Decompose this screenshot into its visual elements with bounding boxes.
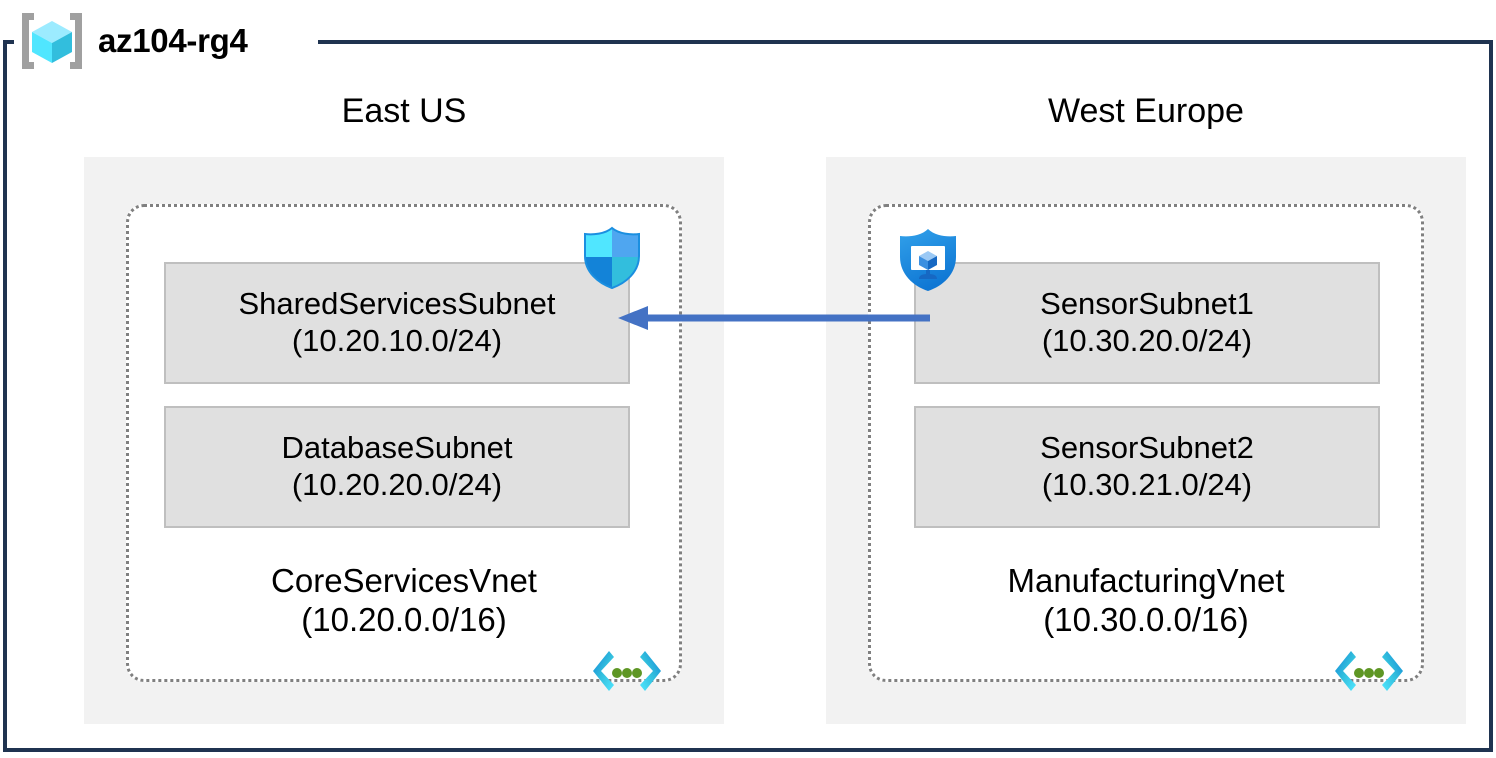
- defender-for-cloud-shield-monitor-icon[interactable]: [896, 227, 960, 293]
- virtual-network-icon: [593, 651, 661, 691]
- subnet-box-sensorsubnet2[interactable]: SensorSubnet2 (10.30.21.0/24): [914, 406, 1380, 528]
- subnet-name-label: SensorSubnet1: [1040, 286, 1254, 322]
- virtual-network-icon: [1335, 651, 1403, 691]
- region-label-west-europe: West Europe: [1048, 92, 1244, 130]
- subnet-name-label: SharedServicesSubnet: [238, 286, 556, 322]
- vnet-caption-coreservicesvnet: CoreServicesVnet (10.20.0.0/16): [126, 562, 682, 640]
- resource-group-cube-icon: [22, 13, 82, 69]
- subnet-cidr-label: (10.30.20.0/24): [1041, 323, 1253, 358]
- subnet-box-databasesubnet[interactable]: DatabaseSubnet (10.20.20.0/24): [164, 406, 630, 528]
- resource-group-frame-bottom: [3, 748, 1493, 752]
- resource-group-title: az104-rg4: [14, 6, 254, 76]
- subnet-cidr-label: (10.30.21.0/24): [1041, 467, 1253, 502]
- subnet-cidr-label: (10.20.10.0/24): [291, 323, 503, 358]
- subnet-box-sharedservicessubnet[interactable]: SharedServicesSubnet (10.20.10.0/24): [164, 262, 630, 384]
- vnet-cidr-label: (10.30.0.0/16): [1043, 600, 1249, 638]
- subnet-name-label: DatabaseSubnet: [281, 430, 513, 466]
- resource-group-frame-top-left-stub: [3, 40, 17, 44]
- subnet-name-label: SensorSubnet2: [1040, 430, 1254, 466]
- resource-group-frame-right: [1489, 40, 1493, 752]
- resource-group-frame-top-right-span: [318, 40, 1493, 44]
- resource-group-frame-left: [3, 40, 7, 752]
- subnet-box-sensorsubnet1[interactable]: SensorSubnet1 (10.30.20.0/24): [914, 262, 1380, 384]
- vnet-cidr-label: (10.20.0.0/16): [301, 600, 507, 638]
- vnet-peering-left-arrow-icon: [618, 306, 930, 330]
- vnet-name-label: CoreServicesVnet: [271, 562, 537, 599]
- vnet-name-label: ManufacturingVnet: [1007, 562, 1285, 599]
- subnet-cidr-label: (10.20.20.0/24): [291, 467, 503, 502]
- region-label-east-us: East US: [341, 92, 467, 130]
- network-security-group-shield-icon[interactable]: [581, 226, 643, 290]
- vnet-caption-manufacturingvnet: ManufacturingVnet (10.30.0.0/16): [868, 562, 1424, 640]
- resource-group-name-label: az104-rg4: [98, 22, 248, 59]
